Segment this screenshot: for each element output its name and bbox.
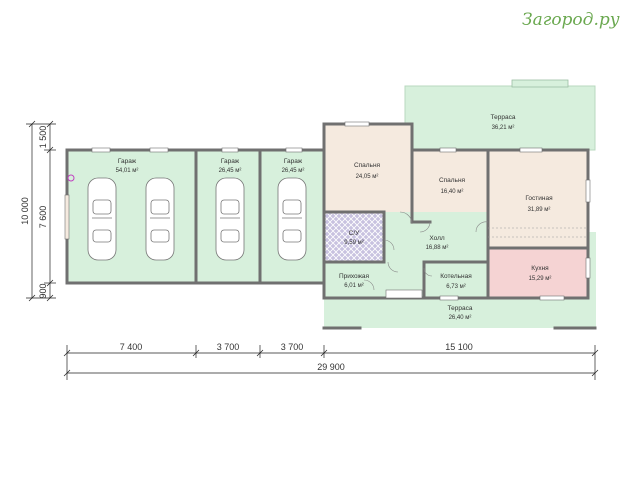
windows (64, 121, 591, 301)
dim-bottom-4: 15 100 (445, 342, 473, 352)
kitchen-area (488, 248, 588, 298)
living-area-label: 31,89 м² (528, 207, 551, 213)
bedroom2-area-label: 16,40 м² (441, 189, 464, 195)
hallway-area-label: 6,01 м² (344, 283, 363, 289)
bedroom1-area (324, 124, 412, 212)
dim-total: 29 900 (317, 362, 345, 372)
door-swings (363, 211, 489, 291)
terrace-top-area-label: 36,21 м² (492, 125, 515, 131)
hall-area-label: 16,88 м² (426, 245, 449, 251)
terrace-top-step (511, 79, 569, 88)
boiler-area (424, 262, 488, 298)
garage1-name: Гараж (118, 158, 137, 165)
terrace-top-area (404, 85, 596, 151)
hallway-name: Прихожая (339, 273, 370, 280)
boiler-area-label: 6,73 м² (446, 284, 465, 290)
marker-icon (67, 174, 75, 182)
terrace-bottom-name: Терраса (448, 305, 473, 312)
dim-bottom-2: 3 700 (217, 342, 240, 352)
living-name: Гостиная (525, 195, 553, 202)
hallway-area (324, 262, 384, 298)
dim-bottom-1: 7 400 (120, 342, 143, 352)
left-dimensions (26, 120, 56, 302)
kitchen-name: Кухня (531, 265, 549, 272)
terrace-top-name: Терраса (491, 114, 516, 121)
doorway-markers (488, 227, 588, 238)
dim-bottom-3: 3 700 (281, 342, 304, 352)
boiler-name: Котельная (440, 273, 472, 280)
hall-name: Холл (429, 235, 445, 242)
car-icon (215, 177, 245, 261)
dim-left-2: 7 600 (38, 206, 48, 229)
terrace-bottom-area (324, 298, 595, 328)
bath-name: С/У (349, 230, 361, 237)
garage3-area-label: 26,45 м² (282, 168, 305, 174)
kitchen-area-label: 15,29 м² (529, 276, 552, 282)
bedroom1-area-label: 24,05 м² (356, 174, 379, 180)
bath-area-label: 9,59 м² (344, 240, 363, 246)
bedroom1-name: Спальня (354, 162, 381, 169)
bath-area (324, 212, 384, 262)
cars (87, 177, 307, 261)
garage3-name: Гараж (284, 158, 303, 165)
living-area (488, 150, 588, 248)
hall-area (384, 212, 488, 262)
garage2-name: Гараж (221, 158, 240, 165)
garage1-area-label: 54,01 м² (116, 168, 139, 174)
dim-left-3: 900 (38, 283, 48, 298)
dim-left-1: 1 500 (38, 126, 48, 149)
terrace-bottom-area-label: 26,40 м² (449, 315, 472, 321)
bedroom2-name: Спальня (439, 177, 466, 184)
bedroom2-area (412, 150, 488, 222)
walls (65, 122, 597, 330)
site-logo: Загород.ру (522, 10, 620, 30)
terrace-right-strip (588, 232, 596, 328)
car-icon (277, 177, 307, 261)
room-labels: Гараж 54,01 м² Гараж 26,45 м² Гараж 26,4… (116, 114, 554, 321)
bottom-dimensions (63, 345, 599, 380)
garage2-area-label: 26,45 м² (219, 168, 242, 174)
car-icon (87, 177, 117, 261)
car-icon (145, 177, 175, 261)
dim-left-total: 10 000 (20, 197, 30, 225)
